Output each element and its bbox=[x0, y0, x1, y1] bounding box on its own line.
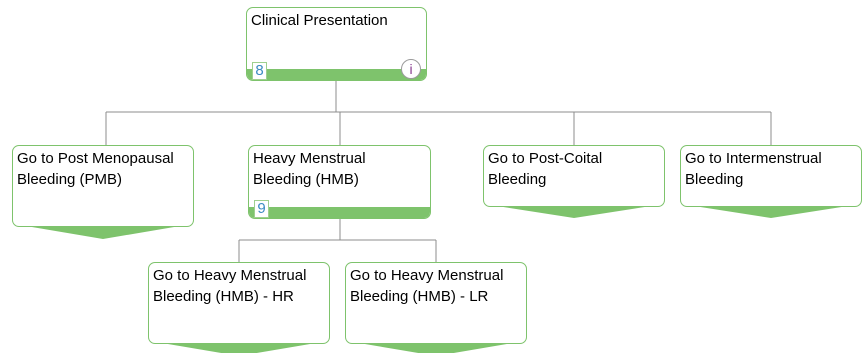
node-footer-bar bbox=[247, 69, 426, 80]
node-goto-post-coital[interactable]: Go to Post-Coital Bleeding bbox=[483, 145, 665, 219]
goto-arrow-icon bbox=[497, 206, 651, 218]
node-label: Go to Heavy Menstrual Bleeding (HMB) - H… bbox=[153, 267, 307, 305]
info-icon[interactable]: i bbox=[401, 59, 421, 79]
node-label: Heavy Menstrual Bleeding (HMB) bbox=[253, 150, 366, 188]
node-label: Go to Intermenstrual Bleeding bbox=[685, 150, 822, 188]
node-goto-hmb-hr[interactable]: Go to Heavy Menstrual Bleeding (HMB) - H… bbox=[148, 262, 330, 353]
node-label: Clinical Presentation bbox=[251, 12, 388, 29]
node-footer-bar bbox=[249, 207, 430, 218]
node-number-badge[interactable]: 8 bbox=[252, 62, 267, 80]
goto-arrow-icon bbox=[694, 206, 848, 218]
node-label: Go to Post Menopausal Bleeding (PMB) bbox=[17, 150, 174, 188]
node-hmb[interactable]: Heavy Menstrual Bleeding (HMB) 9 bbox=[248, 145, 431, 219]
node-label: Go to Post-Coital Bleeding bbox=[488, 150, 603, 188]
node-goto-hmb-lr[interactable]: Go to Heavy Menstrual Bleeding (HMB) - L… bbox=[345, 262, 527, 353]
node-clinical-presentation[interactable]: Clinical Presentation 8 i bbox=[246, 7, 427, 81]
node-goto-intermenstrual[interactable]: Go to Intermenstrual Bleeding bbox=[680, 145, 862, 219]
goto-arrow-icon bbox=[162, 343, 316, 353]
goto-arrow-icon bbox=[26, 226, 180, 239]
node-number-badge[interactable]: 9 bbox=[254, 200, 269, 218]
node-goto-pmb[interactable]: Go to Post Menopausal Bleeding (PMB) bbox=[12, 145, 194, 240]
goto-arrow-icon bbox=[359, 343, 513, 353]
node-label: Go to Heavy Menstrual Bleeding (HMB) - L… bbox=[350, 267, 504, 305]
